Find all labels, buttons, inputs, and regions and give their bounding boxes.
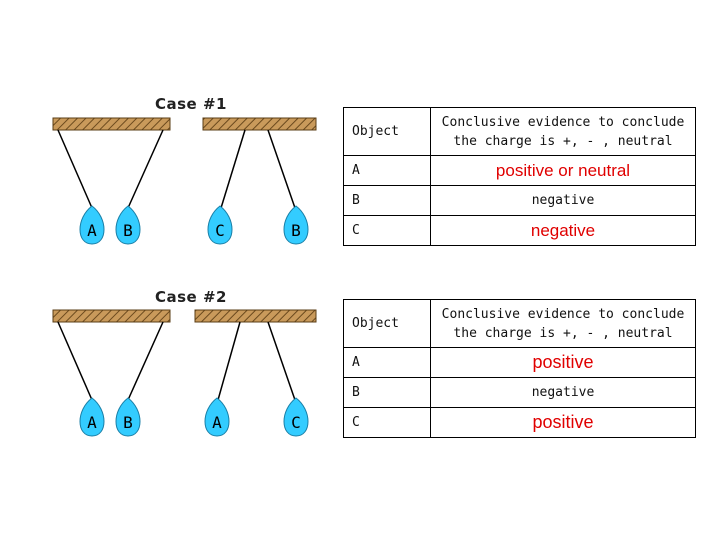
- svg-text:C: C: [291, 413, 301, 432]
- ball-C: C: [207, 205, 233, 245]
- case-1-evidence-table: Object Conclusive evidence to conclude t…: [343, 107, 696, 246]
- ball-A-2: A: [204, 397, 230, 437]
- string-B: [127, 129, 164, 209]
- ball-B: B: [115, 205, 141, 245]
- case-2-title: Case #2: [155, 288, 227, 306]
- string-A: [57, 129, 93, 209]
- row-object-C: C: [343, 407, 431, 438]
- case-1-pendulum-diagram: A B C B: [52, 117, 317, 245]
- row-object-B: B: [343, 185, 431, 216]
- row-object-B: B: [343, 377, 431, 408]
- case-2-evidence-table: Object Conclusive evidence to conclude t…: [343, 299, 696, 438]
- ball-B: B: [115, 397, 141, 437]
- row-value-A: positive or neutral: [430, 155, 696, 186]
- row-object-A: A: [343, 155, 431, 186]
- ball-A: A: [79, 397, 105, 437]
- svg-text:B: B: [123, 221, 133, 240]
- svg-text:A: A: [87, 221, 97, 240]
- case-1-title: Case #1: [155, 95, 227, 113]
- string-C: [267, 321, 296, 401]
- ball-A: A: [79, 205, 105, 245]
- svg-text:A: A: [212, 413, 222, 432]
- ceiling-bar-left: [52, 309, 171, 323]
- ceiling-bar-right: [194, 309, 317, 323]
- object-header: Object: [343, 299, 431, 348]
- string-A: [57, 321, 93, 401]
- svg-text:B: B: [291, 221, 301, 240]
- ceiling-bar-right: [202, 117, 317, 131]
- row-value-B: negative: [430, 377, 696, 408]
- string-A2: [217, 321, 241, 401]
- svg-text:B: B: [123, 413, 133, 432]
- row-value-C: negative: [430, 215, 696, 246]
- case-2-pendulum-diagram: A B A C: [52, 309, 317, 437]
- ball-B-2: B: [283, 205, 309, 245]
- object-header: Object: [343, 107, 431, 156]
- ceiling-bar-left: [52, 117, 171, 131]
- row-object-C: C: [343, 215, 431, 246]
- row-value-A: positive: [430, 347, 696, 378]
- string-C: [220, 129, 246, 209]
- row-value-B: negative: [430, 185, 696, 216]
- row-value-C: positive: [430, 407, 696, 438]
- svg-text:A: A: [87, 413, 97, 432]
- string-B2: [267, 129, 296, 209]
- string-B: [127, 321, 164, 401]
- evidence-header: Conclusive evidence to conclude the char…: [430, 107, 696, 156]
- row-object-A: A: [343, 347, 431, 378]
- ball-C: C: [283, 397, 309, 437]
- svg-text:C: C: [215, 221, 225, 240]
- evidence-header: Conclusive evidence to conclude the char…: [430, 299, 696, 348]
